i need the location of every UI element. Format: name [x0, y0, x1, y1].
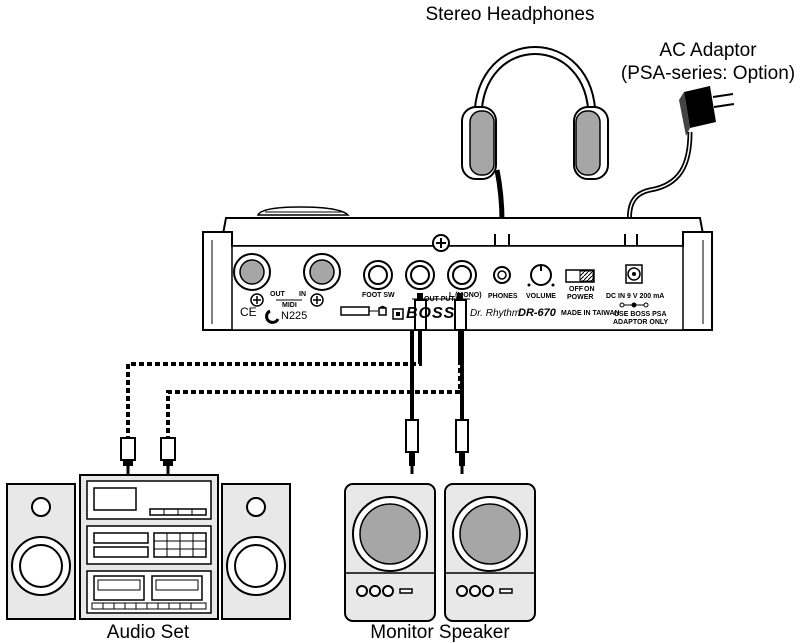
dr-rhythm-script: Dr. Rhythm: [470, 308, 521, 319]
midi-label: MIDI: [282, 302, 297, 309]
ce-mark: CE: [240, 305, 257, 319]
headphones-icon: [461, 46, 609, 266]
volume-label: VOLUME: [526, 293, 556, 300]
boss-logo: BOSS: [406, 305, 456, 322]
made-in-label: MADE IN TAIWAN: [561, 310, 620, 317]
monitor-speaker-right-icon: [444, 483, 536, 622]
power-label: POWER: [567, 294, 594, 301]
use-boss-label-line2: ADAPTOR ONLY: [613, 319, 669, 326]
foot-sw-label: FOOT SW: [362, 292, 395, 299]
n225-mark: N225: [281, 310, 308, 322]
model-name: DR-670: [518, 307, 556, 319]
power-on-label: ON: [584, 286, 595, 293]
adaptor-label-line1: AC Adaptor: [659, 40, 757, 61]
monitor-speaker-label: Monitor Speaker: [370, 622, 510, 643]
midi-out-label: OUT: [270, 291, 285, 298]
audio-set-label: Audio Set: [106, 622, 190, 643]
rca-plugs: [120, 437, 176, 474]
audio-set-icon: [6, 474, 291, 620]
phones-label: PHONES: [488, 293, 518, 300]
output-label: OUT PUT: [424, 296, 455, 303]
power-off-label: OFF: [569, 286, 583, 293]
adaptor-label-line2: (PSA-series: Option): [620, 63, 796, 84]
use-boss-label-line1: USE BOSS PSA: [614, 311, 667, 318]
monitor-speaker-left-icon: [344, 483, 436, 622]
dc-in-label: DC IN 9 V 200 mA: [606, 293, 665, 300]
audio-set-cables: [126, 344, 462, 440]
headphones-label: Stereo Headphones: [425, 4, 595, 25]
l-mono-label: L (MONO): [449, 292, 482, 299]
midi-in-label: IN: [299, 291, 306, 298]
